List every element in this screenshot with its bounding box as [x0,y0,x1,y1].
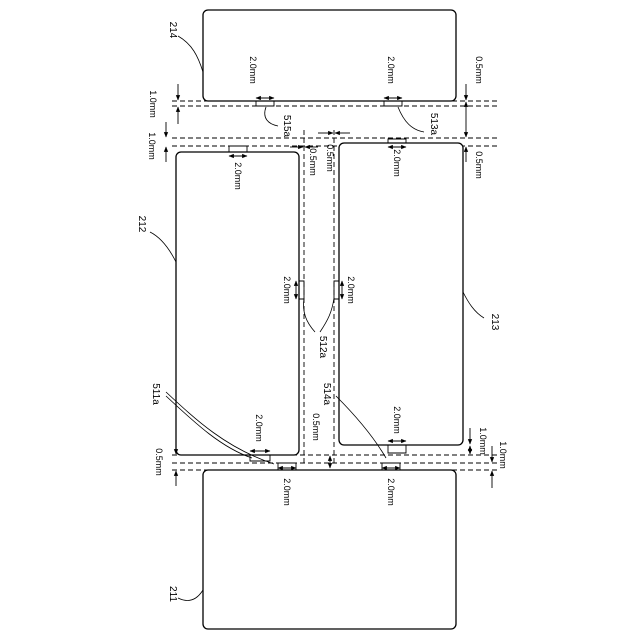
label-512a: 512a [317,336,328,359]
label-213: 213 [489,314,500,331]
dim-2mm-212-bottom: 2.0mm [254,414,264,442]
dim-0.5mm-top-right: 0.5mm [474,56,484,84]
dim-0.5mm-gap-b: 0.5mm [325,144,335,172]
dim-2mm-211-right: 2.0mm [386,478,396,506]
dim-2mm-top-left: 2.0mm [248,56,258,84]
plate-214 [203,10,456,106]
label-211: 211 [167,586,178,602]
label-513a: 513a [428,113,439,136]
dim-0.5mm-bottom-left: 0.5mm [154,448,164,476]
dim-1mm-left-212: 1.0mm [147,132,157,160]
dim-1mm-right-a: 1.0mm [478,427,488,455]
dim-2mm-211-left: 2.0mm [282,478,292,506]
dim-2mm-top-right: 2.0mm [386,56,396,84]
label-511a: 511a [150,383,161,405]
label-514a: 514a [321,383,332,406]
label-214: 214 [167,22,178,39]
dim-0.5mm-center-bottom: 0.5mm [311,413,321,441]
label-515a: 515a [281,115,292,138]
dim-2mm-mid-right: 2.0mm [346,276,356,304]
label-212: 212 [136,216,147,233]
dim-2mm-mid-left: 2.0mm [282,276,292,304]
dim-0.5mm-gap-a: 0.5mm [308,148,318,176]
dim-2mm-213-top: 2.0mm [392,149,402,177]
dim-1mm-top-left: 1.0mm [148,90,158,118]
plate-211 [203,463,456,629]
dim-1mm-right-b: 1.0mm [498,441,508,469]
dim-2mm-213-bottom: 2.0mm [392,406,402,434]
dim-2mm-212-top: 2.0mm [233,162,243,190]
dim-0.5mm-right-213: 0.5mm [474,151,484,179]
